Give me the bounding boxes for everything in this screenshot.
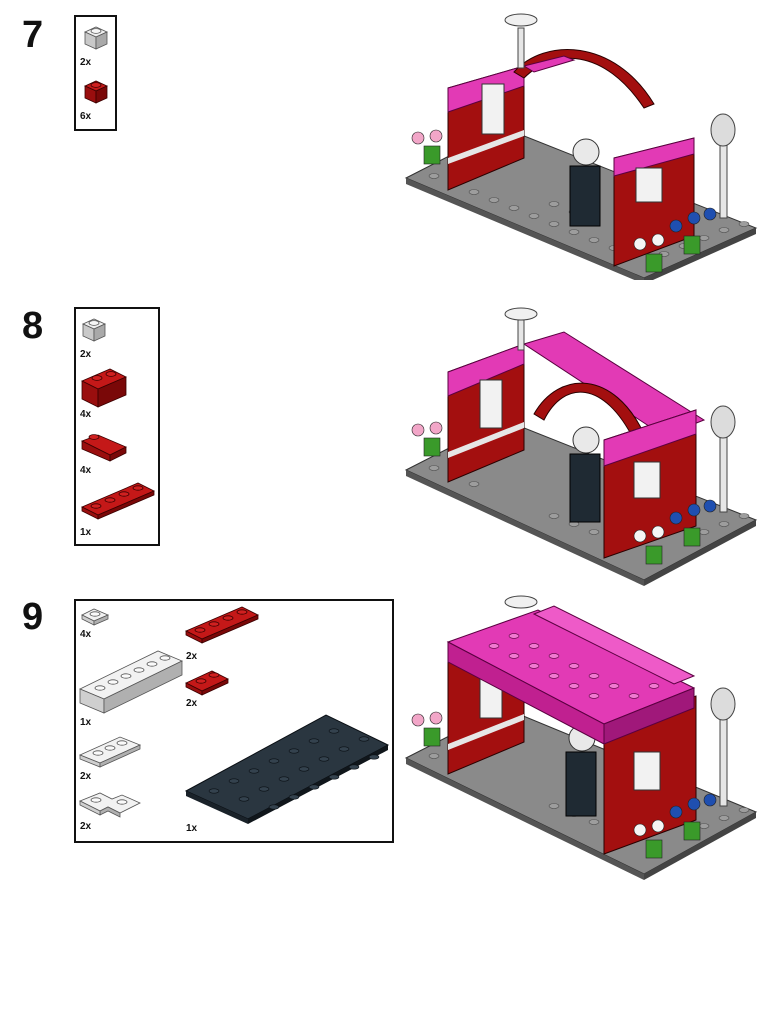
quantity-label: 4x	[80, 465, 92, 476]
quantity-label: 4x	[80, 409, 92, 420]
part-1x1-brick-gray	[82, 23, 110, 51]
quantity-label: 1x	[80, 717, 92, 728]
part-corner-plate-white	[78, 787, 142, 821]
parts-callout: 2x 4x 4x 1x	[74, 307, 160, 546]
part-6x12-plate-dark	[184, 711, 390, 825]
part-1x4-plate-red	[184, 605, 260, 645]
step-9-model-illustration	[404, 592, 760, 884]
quantity-label: 6x	[80, 111, 92, 122]
quantity-label: 1x	[186, 823, 198, 834]
part-1x2-slope-red	[80, 427, 128, 463]
quantity-label: 2x	[80, 771, 92, 782]
quantity-label: 1x	[80, 527, 92, 538]
part-1x1-brick-gray	[80, 315, 108, 343]
quantity-label: 2x	[80, 349, 92, 360]
step-7-model-illustration	[404, 8, 760, 280]
part-1x2-plate-red	[184, 665, 230, 697]
quantity-label: 2x	[80, 57, 92, 68]
part-1x4-plate-red	[80, 481, 156, 521]
step-8-model-illustration	[404, 300, 760, 590]
part-1x2-brick-red	[80, 365, 128, 409]
step-number: 9	[22, 596, 44, 638]
step-number: 7	[22, 14, 44, 56]
quantity-label: 2x	[80, 821, 92, 832]
part-1x3-plate-white	[78, 735, 142, 769]
step-number: 8	[22, 305, 44, 347]
quantity-label: 2x	[186, 698, 198, 709]
quantity-label: 4x	[80, 629, 92, 640]
quantity-label: 2x	[186, 651, 198, 662]
parts-callout: 2x 6x	[74, 15, 117, 131]
part-1x1-brick-red	[82, 77, 110, 105]
part-1x1-plate-white	[80, 605, 110, 627]
parts-callout: 4x 1x 2x	[74, 599, 394, 843]
part-1x6-brick-white	[78, 643, 184, 715]
